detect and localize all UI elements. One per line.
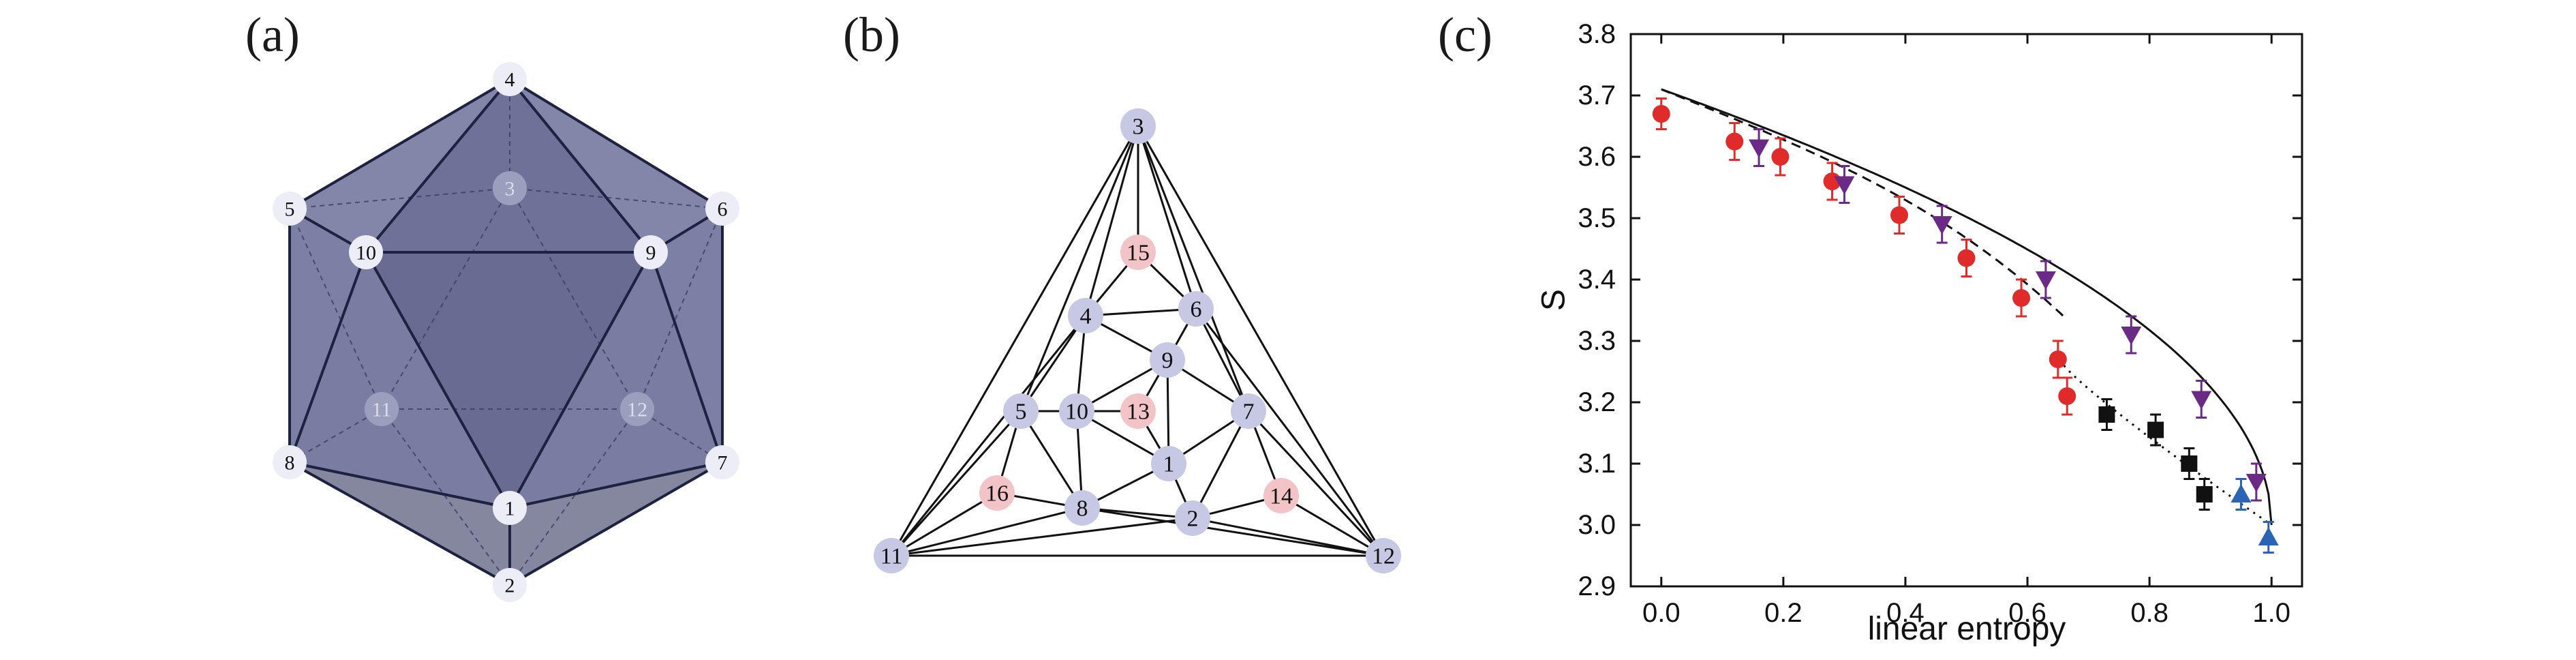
node-3-label: 3 bbox=[1133, 115, 1144, 140]
data-point-circle bbox=[1652, 105, 1670, 123]
panel-c-label: (c) bbox=[1438, 7, 1492, 62]
y-tick-label: 3.4 bbox=[1578, 265, 1616, 295]
vertex-12-label: 12 bbox=[627, 399, 647, 421]
data-point-circle bbox=[2012, 289, 2031, 307]
node-16-label: 16 bbox=[985, 481, 1009, 507]
y-tick-label: 3.5 bbox=[1578, 203, 1616, 233]
vertex-4-label: 4 bbox=[505, 69, 515, 91]
node-14-label: 14 bbox=[1270, 484, 1293, 509]
x-tick-label: 0.6 bbox=[2008, 598, 2046, 628]
vertex-3-label: 3 bbox=[505, 178, 515, 200]
data-point-circle bbox=[1890, 206, 1908, 224]
node-9-label: 9 bbox=[1162, 348, 1174, 374]
y-tick-label: 3.7 bbox=[1578, 80, 1616, 110]
data-point-triangle-down bbox=[1834, 176, 1855, 195]
data-point-triangle-up bbox=[2230, 484, 2252, 502]
data-point-circle bbox=[2049, 350, 2067, 368]
x-tick-label: 0.4 bbox=[1886, 598, 1925, 628]
planar-graph: 3 4 6 9 5 10 7 1 8 2 11 bbox=[874, 108, 1401, 573]
panel-a: (a) bbox=[245, 7, 739, 602]
data-point-triangle-up bbox=[2258, 527, 2279, 545]
data-point-square bbox=[2098, 406, 2115, 423]
graph-nodes: 3 4 6 9 5 10 7 1 8 2 11 bbox=[874, 108, 1401, 573]
curve-dashed bbox=[1661, 88, 2065, 318]
data-point-circle bbox=[1726, 132, 1744, 151]
node-5-label: 5 bbox=[1015, 400, 1027, 425]
y-tick-label: 3.8 bbox=[1578, 19, 1616, 49]
data-point-square bbox=[2147, 421, 2164, 438]
data-point-triangle-down bbox=[1931, 216, 1952, 235]
node-12-label: 12 bbox=[1372, 544, 1395, 569]
data-point-circle bbox=[1771, 148, 1790, 166]
icosahedron-hidden-vertices: 3 11 12 bbox=[365, 171, 654, 426]
data-point-triangle-down bbox=[2191, 391, 2212, 410]
vertex-7-label: 7 bbox=[718, 452, 728, 475]
node-13-label: 13 bbox=[1126, 400, 1150, 425]
data-point-circle bbox=[1957, 249, 1976, 267]
vertex-2-label: 2 bbox=[505, 575, 515, 597]
vertex-6-label: 6 bbox=[718, 198, 728, 221]
x-tick-label: 0.0 bbox=[1642, 598, 1681, 628]
x-tick-label: 1.0 bbox=[2252, 598, 2290, 628]
panel-a-label: (a) bbox=[245, 7, 300, 62]
node-10-label: 10 bbox=[1065, 400, 1088, 425]
y-tick-label: 3.1 bbox=[1578, 449, 1616, 479]
y-tick-label: 2.9 bbox=[1578, 571, 1616, 601]
vertex-10-label: 10 bbox=[356, 242, 376, 265]
entropy-chart: 2.9 3.0 3.1 3.2 3.3 3.4 3.5 3.6 3.7 3.8 0.0 0.2 0.4… bbox=[1536, 19, 2303, 647]
curve-solid bbox=[1661, 88, 2273, 526]
node-7-label: 7 bbox=[1243, 400, 1255, 425]
y-axis: 2.9 3.0 3.1 3.2 3.3 3.4 3.5 3.6 3.7 3.8 bbox=[1578, 19, 2302, 601]
vertex-1-label: 1 bbox=[505, 498, 515, 520]
node-15-label: 15 bbox=[1126, 241, 1150, 266]
icosahedron-front-vertices: 1 2 4 5 6 7 8 9 10 bbox=[273, 62, 739, 602]
y-tick-label: 3.3 bbox=[1578, 326, 1616, 356]
data-point-square bbox=[2196, 486, 2213, 502]
data-point-square bbox=[2181, 455, 2198, 472]
y-axis-label: S bbox=[1536, 289, 1572, 311]
icosahedron: 3 11 12 1 2 4 5 6 7 8 bbox=[273, 62, 739, 602]
x-axis: 0.0 0.2 0.4 0.6 0.8 1.0 bbox=[1642, 34, 2290, 628]
y-tick-label: 3.6 bbox=[1578, 142, 1616, 172]
data-point-circle bbox=[2058, 387, 2076, 405]
y-tick-label: 3.2 bbox=[1578, 387, 1616, 417]
node-1-label: 1 bbox=[1163, 452, 1175, 477]
plot-frame bbox=[1629, 33, 2303, 588]
theory-curves bbox=[1661, 88, 2273, 526]
panel-b-label: (b) bbox=[843, 7, 900, 62]
data-points bbox=[1652, 97, 2279, 554]
node-6-label: 6 bbox=[1191, 297, 1202, 322]
data-point-triangle-down bbox=[2035, 271, 2056, 290]
x-axis-label: linear entropy bbox=[1868, 611, 2066, 647]
node-2-label: 2 bbox=[1187, 507, 1199, 532]
node-11-label: 11 bbox=[880, 544, 903, 569]
curve-dotted bbox=[2063, 365, 2273, 526]
panel-b: (b) bbox=[843, 7, 1401, 573]
node-8-label: 8 bbox=[1077, 496, 1088, 522]
data-point-triangle-down bbox=[2245, 474, 2267, 492]
data-point-triangle-down bbox=[2121, 327, 2142, 345]
vertex-9-label: 9 bbox=[646, 242, 656, 265]
vertex-11-label: 11 bbox=[372, 399, 392, 421]
vertex-8-label: 8 bbox=[285, 452, 295, 475]
data-point-triangle-down bbox=[1749, 139, 1770, 158]
x-tick-label: 0.8 bbox=[2130, 598, 2168, 628]
graph-edges bbox=[890, 125, 1385, 557]
vertex-5-label: 5 bbox=[285, 198, 295, 221]
x-tick-label: 0.2 bbox=[1764, 598, 1803, 628]
y-tick-label: 3.0 bbox=[1578, 510, 1616, 540]
node-4-label: 4 bbox=[1080, 304, 1092, 329]
